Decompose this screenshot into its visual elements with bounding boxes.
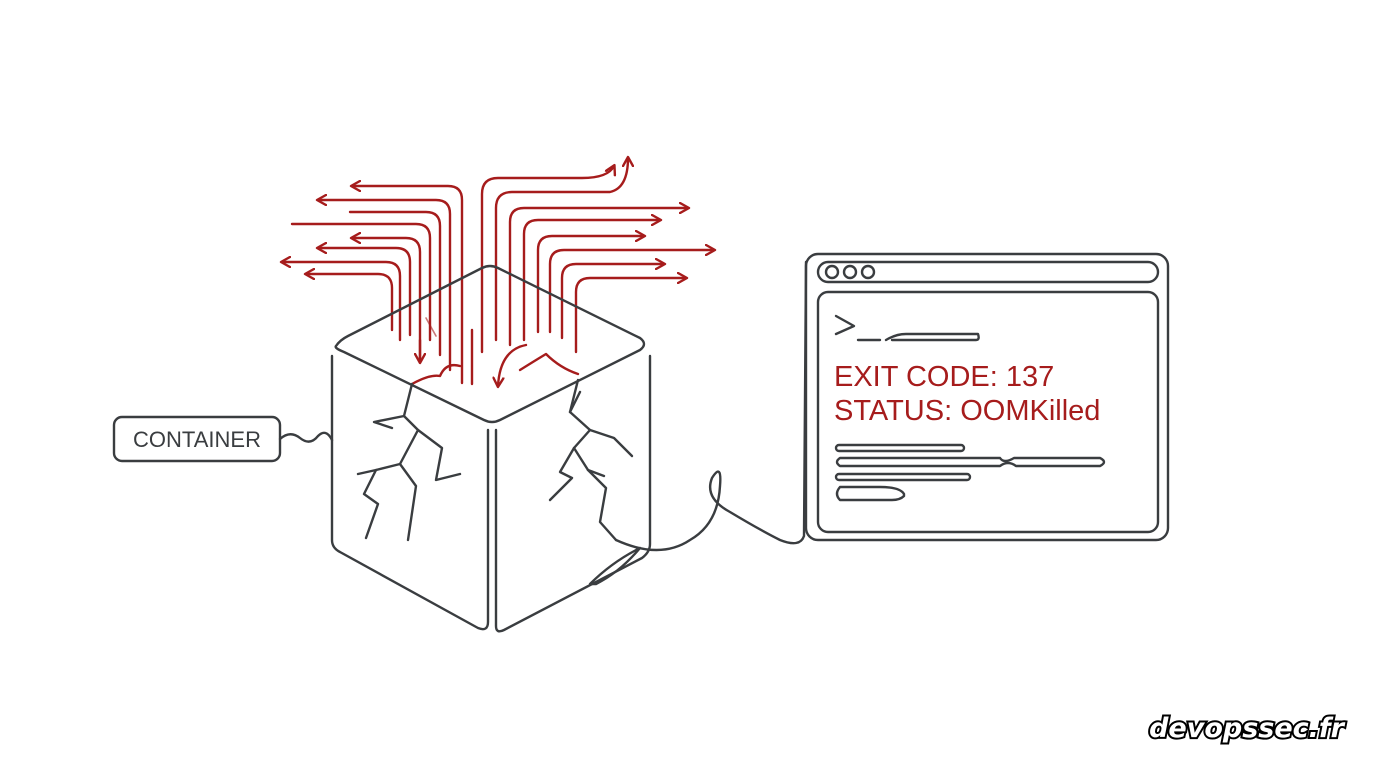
overflow-arrow [508,208,688,347]
overflow-arrow [494,158,628,342]
overflow-arrow [522,220,660,342]
overflow-arrow [352,238,422,364]
status-text: STATUS: OOMKilled [834,395,1100,427]
crack [548,446,576,502]
terminal-title-bar [816,260,1160,284]
overflow-arrow [306,274,394,332]
window-control-dot [842,264,858,280]
cube-shard [588,546,642,586]
log-line [834,472,972,482]
terminal-prompt [834,314,980,342]
crack [586,468,606,478]
cube-left-face [330,354,490,631]
container-label: CONTAINER [112,415,334,463]
log-line [835,456,1106,468]
overflow-arrow [498,343,528,386]
overflow-arrow [480,166,614,354]
label-connector [278,431,334,443]
crack [588,428,634,458]
overflow-arrow [536,236,644,334]
terminal-outer-frame [804,252,1170,542]
log-line [835,485,906,502]
crack [568,390,582,414]
overflow-arrow [574,278,686,354]
window-controls [824,264,876,280]
overflow-arrow [548,250,714,334]
overflow-arrow [318,200,452,372]
prompt-input-line [884,332,980,342]
log-line [834,443,966,453]
crack [568,378,618,542]
exit-code-text: EXIT CODE: 137 [834,361,1054,393]
terminal-window: EXIT CODE: 137 STATUS: OOMKilled [804,252,1170,542]
container-label-text: CONTAINER [133,427,261,452]
container-cube [330,264,652,633]
connection-wire [614,260,808,552]
cube-top-face [334,264,646,424]
prompt-chevron-icon [834,314,856,336]
crack [356,468,378,476]
overflow-arrow [318,248,412,337]
crack [416,428,462,482]
crack [362,462,402,540]
watermark-text: devopssec.fr [1149,713,1346,744]
crack-spill [425,317,437,337]
overflow-arrow [348,210,442,357]
terminal-body [816,290,1160,534]
window-control-dot [860,264,876,280]
terminal-log-lines [834,443,1106,502]
crack-spill [518,352,580,376]
crack [372,414,406,430]
crack [398,382,420,542]
memory-overflow-arrows [282,158,714,386]
overflow-arrow [290,222,432,342]
cube-right-face [494,354,652,633]
overflow-arrow [560,264,664,340]
window-control-dot [824,264,840,280]
overflow-arrow [352,186,464,385]
overflow-arrow [282,262,402,342]
crack-spill [410,363,462,386]
